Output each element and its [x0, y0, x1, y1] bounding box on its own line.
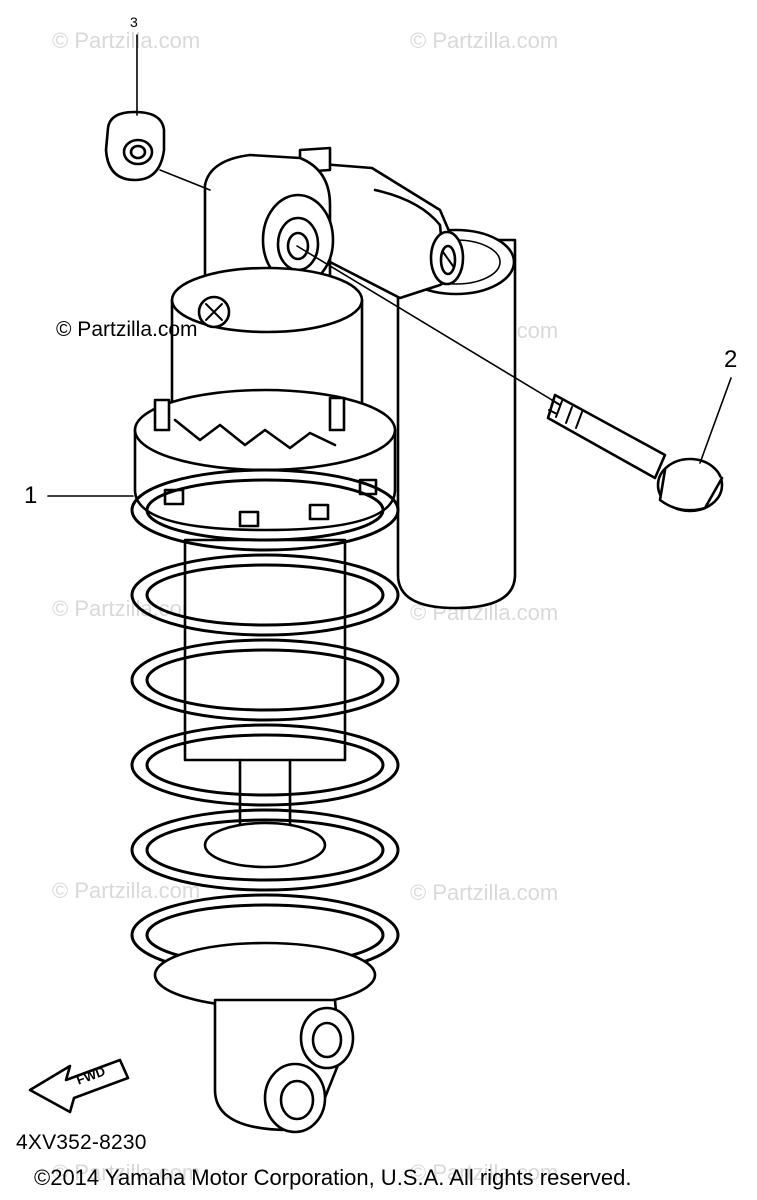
watermark: © Partzilla.com: [410, 880, 559, 905]
damper-cylinder: [183, 538, 347, 869]
copyright-notice: ©2014 Yamaha Motor Corporation, U.S.A. A…: [34, 1165, 632, 1190]
callout-item-3: 3: [130, 14, 138, 30]
watermark: © Partzilla.com: [52, 1160, 201, 1185]
coil-spring: [130, 468, 400, 977]
watermark: © Partzilla.com: [52, 596, 201, 621]
callout-item-1: 1: [24, 482, 38, 509]
watermark: © Partzilla.com: [410, 28, 559, 53]
callout-item-2: 2: [724, 346, 738, 373]
upper-body: [203, 153, 335, 302]
lower-eye: [213, 998, 355, 1134]
watermark-prominent: © Partzilla.com: [56, 318, 198, 341]
preload-collar: [133, 388, 397, 532]
watermark: © Partzilla.com: [410, 1160, 559, 1185]
leader-lines: [47, 34, 732, 497]
mounting-bolt: [546, 393, 724, 513]
flange-nut: [104, 110, 166, 182]
watermark: © Partzilla.com: [52, 28, 201, 53]
watermark: © Partzilla.com: [52, 878, 201, 903]
fwd-direction-arrow: [28, 1058, 130, 1114]
diagram-code: 4XV352-8230: [16, 1131, 147, 1154]
lower-spring-seat: [153, 941, 377, 1009]
